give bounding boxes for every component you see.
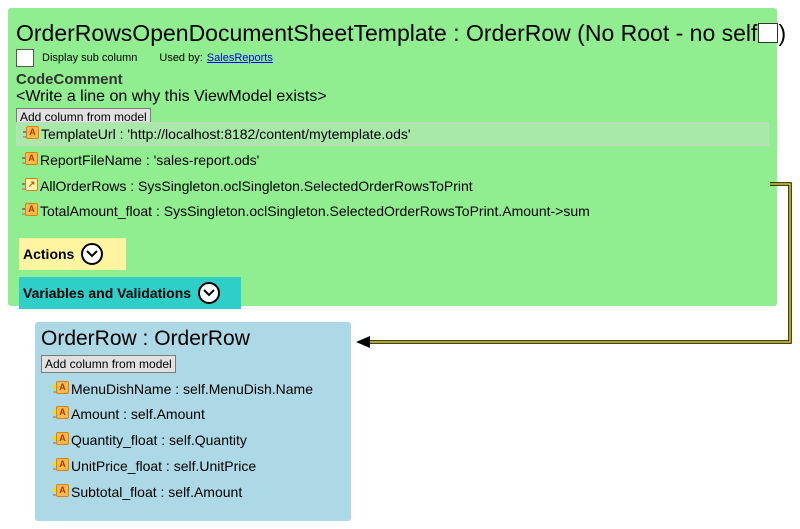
attribute-icon: A (53, 484, 69, 500)
add-column-button[interactable]: Add column from model (41, 355, 176, 373)
arrowhead-icon (356, 336, 370, 348)
attribute-icon: A (53, 432, 69, 448)
column-row-text: Quantity_float : self.Quantity (71, 432, 247, 448)
chevron-down-icon[interactable] (198, 282, 221, 304)
no-root-checkbox[interactable] (758, 23, 779, 43)
variables-label: Variables and Validations (23, 285, 192, 301)
viewmodel-title-close: ) (778, 20, 787, 46)
column-row[interactable]: A MenuDishName : self.MenuDish.Name (47, 377, 313, 401)
attribute-icon: A (23, 126, 39, 142)
nested-viewmodel-panel: OrderRow : OrderRow Add column from mode… (35, 322, 351, 521)
column-row-text: TemplateUrl : 'http://localhost:8182/con… (41, 126, 411, 142)
column-row-text: ReportFileName : 'sales-report.ods' (40, 152, 260, 168)
add-column-button[interactable]: Add column from model (16, 108, 151, 126)
actions-label: Actions (23, 246, 75, 262)
viewmodel-title: OrderRowsOpenDocumentSheetTemplate : Ord… (16, 18, 786, 48)
attribute-icon: A (22, 203, 38, 219)
column-row-text: Subtotal_float : self.Amount (71, 484, 243, 500)
nested-link-icon: ↗ (22, 178, 38, 194)
display-sub-column-checkbox[interactable] (16, 49, 34, 67)
column-row[interactable]: A ReportFileName : 'sales-report.ods' (16, 148, 259, 172)
column-row-text: UnitPrice_float : self.UnitPrice (71, 458, 257, 474)
column-row-text: Amount : self.Amount (71, 406, 205, 422)
actions-section[interactable]: Actions (19, 238, 126, 270)
column-row[interactable]: A Amount : self.Amount (47, 402, 205, 426)
attribute-icon: A (53, 458, 69, 474)
column-row[interactable]: A Quantity_float : self.Quantity (47, 428, 247, 452)
sub-options-row: Display sub column Used by: SalesReports (16, 48, 273, 68)
variables-section[interactable]: Variables and Validations (19, 277, 241, 309)
viewmodel-panel: OrderRowsOpenDocumentSheetTemplate : Ord… (8, 8, 786, 309)
chevron-down-icon[interactable] (81, 243, 104, 265)
display-sub-column-label: Display sub column (42, 52, 138, 64)
nested-viewmodel-title: OrderRow : OrderRow (41, 327, 250, 350)
column-row[interactable]: A TemplateUrl : 'http://localhost:8182/c… (16, 122, 769, 146)
attribute-icon: A (53, 406, 69, 422)
column-row[interactable]: A UnitPrice_float : self.UnitPrice (47, 454, 256, 478)
column-row[interactable]: A Subtotal_float : self.Amount (47, 480, 242, 504)
column-row-text: AllOrderRows : SysSingleton.oclSingleton… (40, 178, 473, 194)
viewmodel-title-text: OrderRowsOpenDocumentSheetTemplate : Ord… (16, 20, 758, 46)
used-by-label: Used by: (159, 52, 203, 64)
attribute-icon: A (22, 152, 38, 168)
column-row[interactable]: ↗ AllOrderRows : SysSingleton.oclSinglet… (16, 174, 473, 198)
used-by-link[interactable]: SalesReports (206, 52, 273, 64)
attribute-icon: A (53, 381, 69, 397)
column-row[interactable]: A TotalAmount_float : SysSingleton.oclSi… (16, 199, 590, 223)
column-row-text: TotalAmount_float : SysSingleton.oclSing… (40, 203, 590, 219)
code-comment-label: CodeComment (16, 71, 123, 88)
column-row-text: MenuDishName : self.MenuDish.Name (71, 381, 313, 397)
code-comment-text[interactable]: <Write a line on why this ViewModel exis… (16, 88, 327, 105)
